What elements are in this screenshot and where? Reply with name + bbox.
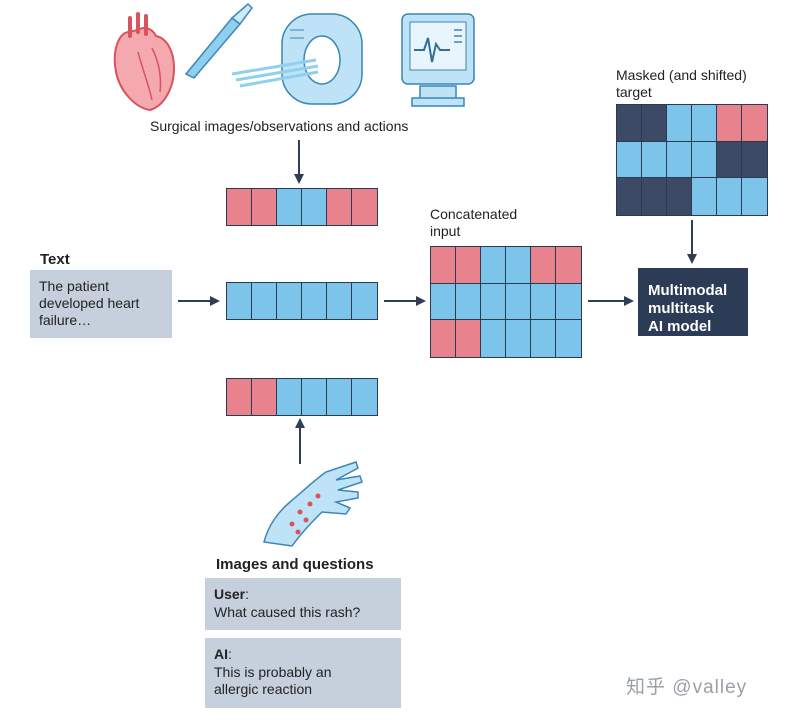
- token-cell-pink: [327, 189, 352, 225]
- token-cell-blue: [506, 320, 531, 357]
- token-cell-blue: [481, 283, 506, 321]
- watermark: 知乎 @valley: [626, 677, 748, 698]
- user-question-text: What caused this rash?: [214, 604, 361, 620]
- token-cell-blue: [667, 141, 692, 179]
- token-cell-dark: [617, 105, 642, 142]
- token-cell-pink: [252, 379, 277, 415]
- user-question-panel: User: What caused this rash?: [205, 578, 401, 630]
- target-label: Masked (and shifted) target: [616, 67, 747, 100]
- images-questions-heading: Images and questions: [216, 556, 374, 573]
- token-cell-pink: [456, 247, 481, 284]
- token-cell-blue: [327, 283, 352, 319]
- token-cell-blue: [227, 283, 252, 319]
- token-cell-blue: [277, 283, 302, 319]
- token-cell-pink: [742, 105, 767, 142]
- token-cell-blue: [506, 283, 531, 321]
- ai-model-line3: AI model: [648, 318, 712, 335]
- token-cell-blue: [327, 379, 352, 415]
- token-cell-pink: [456, 320, 481, 357]
- token-cell-blue: [302, 379, 327, 415]
- token-cell-blue: [352, 379, 377, 415]
- hand-rash-icon: [258, 456, 368, 550]
- token-cell-blue: [617, 141, 642, 179]
- token-cell-blue: [531, 283, 556, 321]
- token-cell-blue: [277, 189, 302, 225]
- ai-answer-panel: AI: This is probably an allergic reactio…: [205, 638, 401, 708]
- ai-model-line2: multitask: [648, 300, 714, 317]
- token-cell-pink: [431, 247, 456, 284]
- heart-icon: [108, 12, 180, 112]
- token-cell-blue: [506, 247, 531, 284]
- token-cell-pink: [717, 105, 742, 142]
- token-cell-blue: [556, 320, 581, 357]
- token-cell-blue: [456, 283, 481, 321]
- token-cell-dark: [717, 141, 742, 179]
- token-cell-pink: [556, 247, 581, 284]
- token-cell-blue: [692, 141, 717, 179]
- token-row-top: [226, 188, 378, 226]
- token-cell-pink: [227, 379, 252, 415]
- top-caption: Surgical images/observations and actions: [150, 118, 409, 134]
- token-cell-blue: [302, 189, 327, 225]
- token-cell-pink: [531, 247, 556, 284]
- token-cell-dark: [667, 178, 692, 215]
- arrow-up-icon: [295, 418, 305, 464]
- text-heading: Text: [40, 251, 70, 268]
- token-cell-dark: [617, 178, 642, 215]
- token-cell-blue: [742, 178, 767, 215]
- arrow-down-icon: [294, 140, 304, 184]
- arrow-right-icon: [384, 296, 426, 306]
- token-row-bottom: [226, 378, 378, 416]
- ai-speaker-label: AI: [214, 646, 228, 662]
- token-cell-dark: [742, 141, 767, 179]
- token-cell-blue: [717, 178, 742, 215]
- token-cell-blue: [667, 105, 692, 142]
- token-cell-pink: [227, 189, 252, 225]
- token-cell-pink: [352, 189, 377, 225]
- ai-model-box: Multimodal multitask AI model: [638, 268, 748, 336]
- token-cell-blue: [481, 320, 506, 357]
- ai-speaker-colon: :: [228, 646, 232, 662]
- monitor-icon: [398, 10, 478, 110]
- token-row-middle: [226, 282, 378, 320]
- token-cell-dark: [642, 105, 667, 142]
- mri-scanner-icon: [231, 10, 372, 110]
- token-cell-blue: [252, 283, 277, 319]
- arrow-right-icon: [178, 296, 220, 306]
- token-cell-blue: [352, 283, 377, 319]
- token-cell-blue: [692, 178, 717, 215]
- token-cell-blue: [692, 105, 717, 142]
- ai-model-line1: Multimodal: [648, 282, 728, 299]
- masked-target-grid: [616, 104, 768, 216]
- token-cell-blue: [277, 379, 302, 415]
- arrow-down-icon: [687, 220, 697, 264]
- user-speaker-label: User: [214, 586, 246, 602]
- text-panel: The patient developed heart failure…: [30, 270, 172, 338]
- concatenated-label: Concatenated input: [430, 206, 518, 239]
- ai-answer-text: This is probably an allergic reaction: [214, 664, 332, 697]
- token-cell-blue: [556, 283, 581, 321]
- token-cell-blue: [302, 283, 327, 319]
- concatenated-input-grid: [430, 246, 582, 358]
- token-cell-blue: [531, 320, 556, 357]
- token-cell-pink: [252, 189, 277, 225]
- arrow-right-icon: [588, 296, 634, 306]
- token-cell-blue: [642, 141, 667, 179]
- token-cell-blue: [431, 283, 456, 321]
- text-panel-body: The patient developed heart failure…: [39, 278, 140, 328]
- token-cell-blue: [481, 247, 506, 284]
- token-cell-pink: [431, 320, 456, 357]
- user-speaker-colon: :: [245, 586, 250, 602]
- token-cell-dark: [642, 178, 667, 215]
- scalpel-icon: [180, 0, 255, 80]
